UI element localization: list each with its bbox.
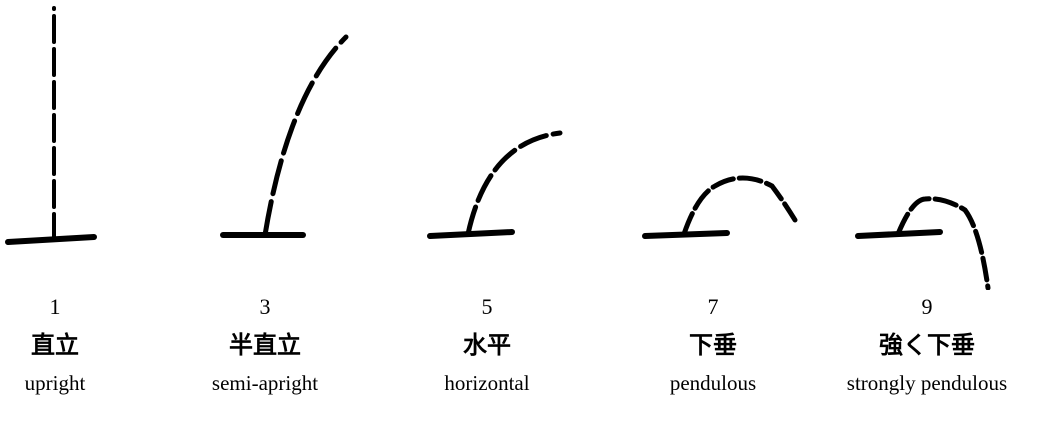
semi-upright-stem xyxy=(262,34,349,238)
horizontal-figure xyxy=(427,130,563,239)
pendulous-figure xyxy=(642,175,798,239)
item-number: 3 xyxy=(259,294,271,319)
label-column-pendulous: 7 下垂 pendulous xyxy=(598,292,828,400)
item-label-en: horizontal xyxy=(444,371,530,395)
label-column-semi-upright: 3 半直立 semi-apright xyxy=(150,292,380,400)
item-label-jp: 半直立 xyxy=(229,331,301,359)
item-label-jp: 直立 xyxy=(31,331,79,359)
label-column-strongly-pendulous: 9 強く下垂 strongly pendulous xyxy=(812,292,1042,400)
strongly-pendulous-figure xyxy=(855,196,991,290)
item-label-en: strongly pendulous xyxy=(846,371,1008,395)
item-number: 5 xyxy=(481,294,493,319)
item-label-jp: 水平 xyxy=(463,331,511,359)
strongly-pendulous-stem xyxy=(895,196,991,290)
horizontal-stem xyxy=(465,130,563,237)
label-column-horizontal: 5 水平 horizontal xyxy=(372,292,602,400)
item-number: 9 xyxy=(921,294,933,319)
semi-upright-figure xyxy=(220,34,349,238)
upright-figure xyxy=(5,6,97,245)
item-label-en: semi-apright xyxy=(211,371,319,395)
growth-habit-figures xyxy=(5,6,991,290)
item-label-en: pendulous xyxy=(669,371,757,395)
upright-base-line xyxy=(5,234,97,245)
item-label-jp: 下垂 xyxy=(689,331,737,359)
item-label-jp: 強く下垂 xyxy=(879,331,975,359)
item-label-en: upright xyxy=(24,371,86,395)
item-number: 1 xyxy=(49,294,61,319)
item-number: 7 xyxy=(707,294,719,319)
label-column-upright: 1 直立 upright xyxy=(0,292,170,400)
pendulous-stem xyxy=(681,175,798,237)
horizontal-base-line xyxy=(427,229,515,239)
